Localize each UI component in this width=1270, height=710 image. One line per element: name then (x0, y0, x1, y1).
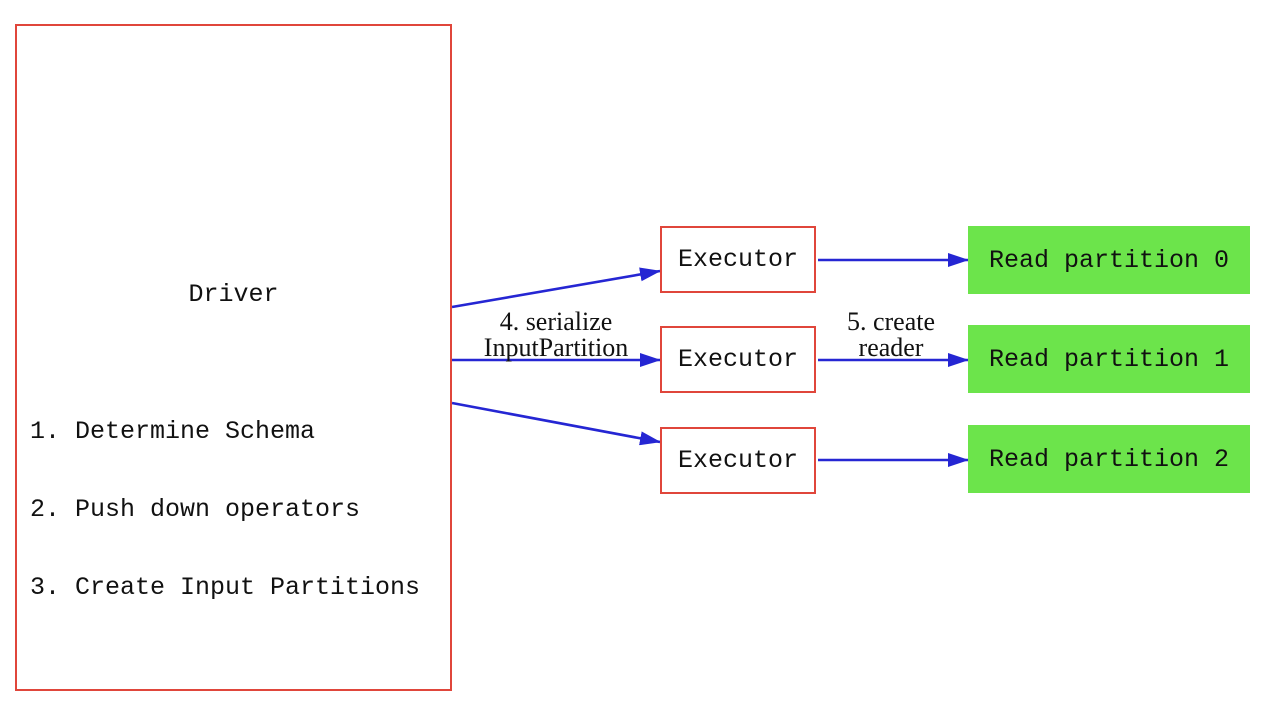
driver-step-1: 1. Determine Schema (30, 417, 316, 446)
driver-title: Driver (188, 280, 279, 309)
executor-label-1: Executor (677, 245, 799, 274)
partition-box-1: Read partition 1 (968, 325, 1250, 393)
edge-label-create-reader: 5. create reader (791, 309, 991, 361)
partition-label-1: Read partition 1 (988, 344, 1230, 374)
partition-label-2: Read partition 2 (988, 444, 1230, 474)
edge-label-serialize-line2: InputPartition (483, 333, 629, 362)
arrow-driver-to-executor-1 (451, 267, 661, 309)
partition-box-2: Read partition 2 (968, 425, 1250, 493)
arrow-driver-to-executor-3 (451, 401, 661, 446)
executor-box-1: Executor (660, 226, 816, 293)
executor-label-2: Executor (677, 345, 799, 374)
driver-steps-list: 1. Determine Schema 2. Push down operato… (30, 367, 420, 653)
driver-step-2: 2. Push down operators (30, 495, 361, 524)
edge-label-reader-line2: reader (858, 333, 924, 362)
driver-box: Driver 1. Determine Schema 2. Push down … (15, 24, 452, 691)
edge-label-reader-line1: 5. create (846, 307, 936, 336)
partition-box-0: Read partition 0 (968, 226, 1250, 294)
executor-box-3: Executor (660, 427, 816, 494)
executor-box-2: Executor (660, 326, 816, 393)
edge-label-serialize-line1: 4. serialize (499, 307, 613, 336)
edge-label-serialize-inputpartition: 4. serialize InputPartition (436, 309, 676, 361)
executor-label-3: Executor (677, 446, 799, 475)
driver-step-3: 3. Create Input Partitions (30, 573, 421, 602)
partition-label-0: Read partition 0 (988, 245, 1230, 275)
